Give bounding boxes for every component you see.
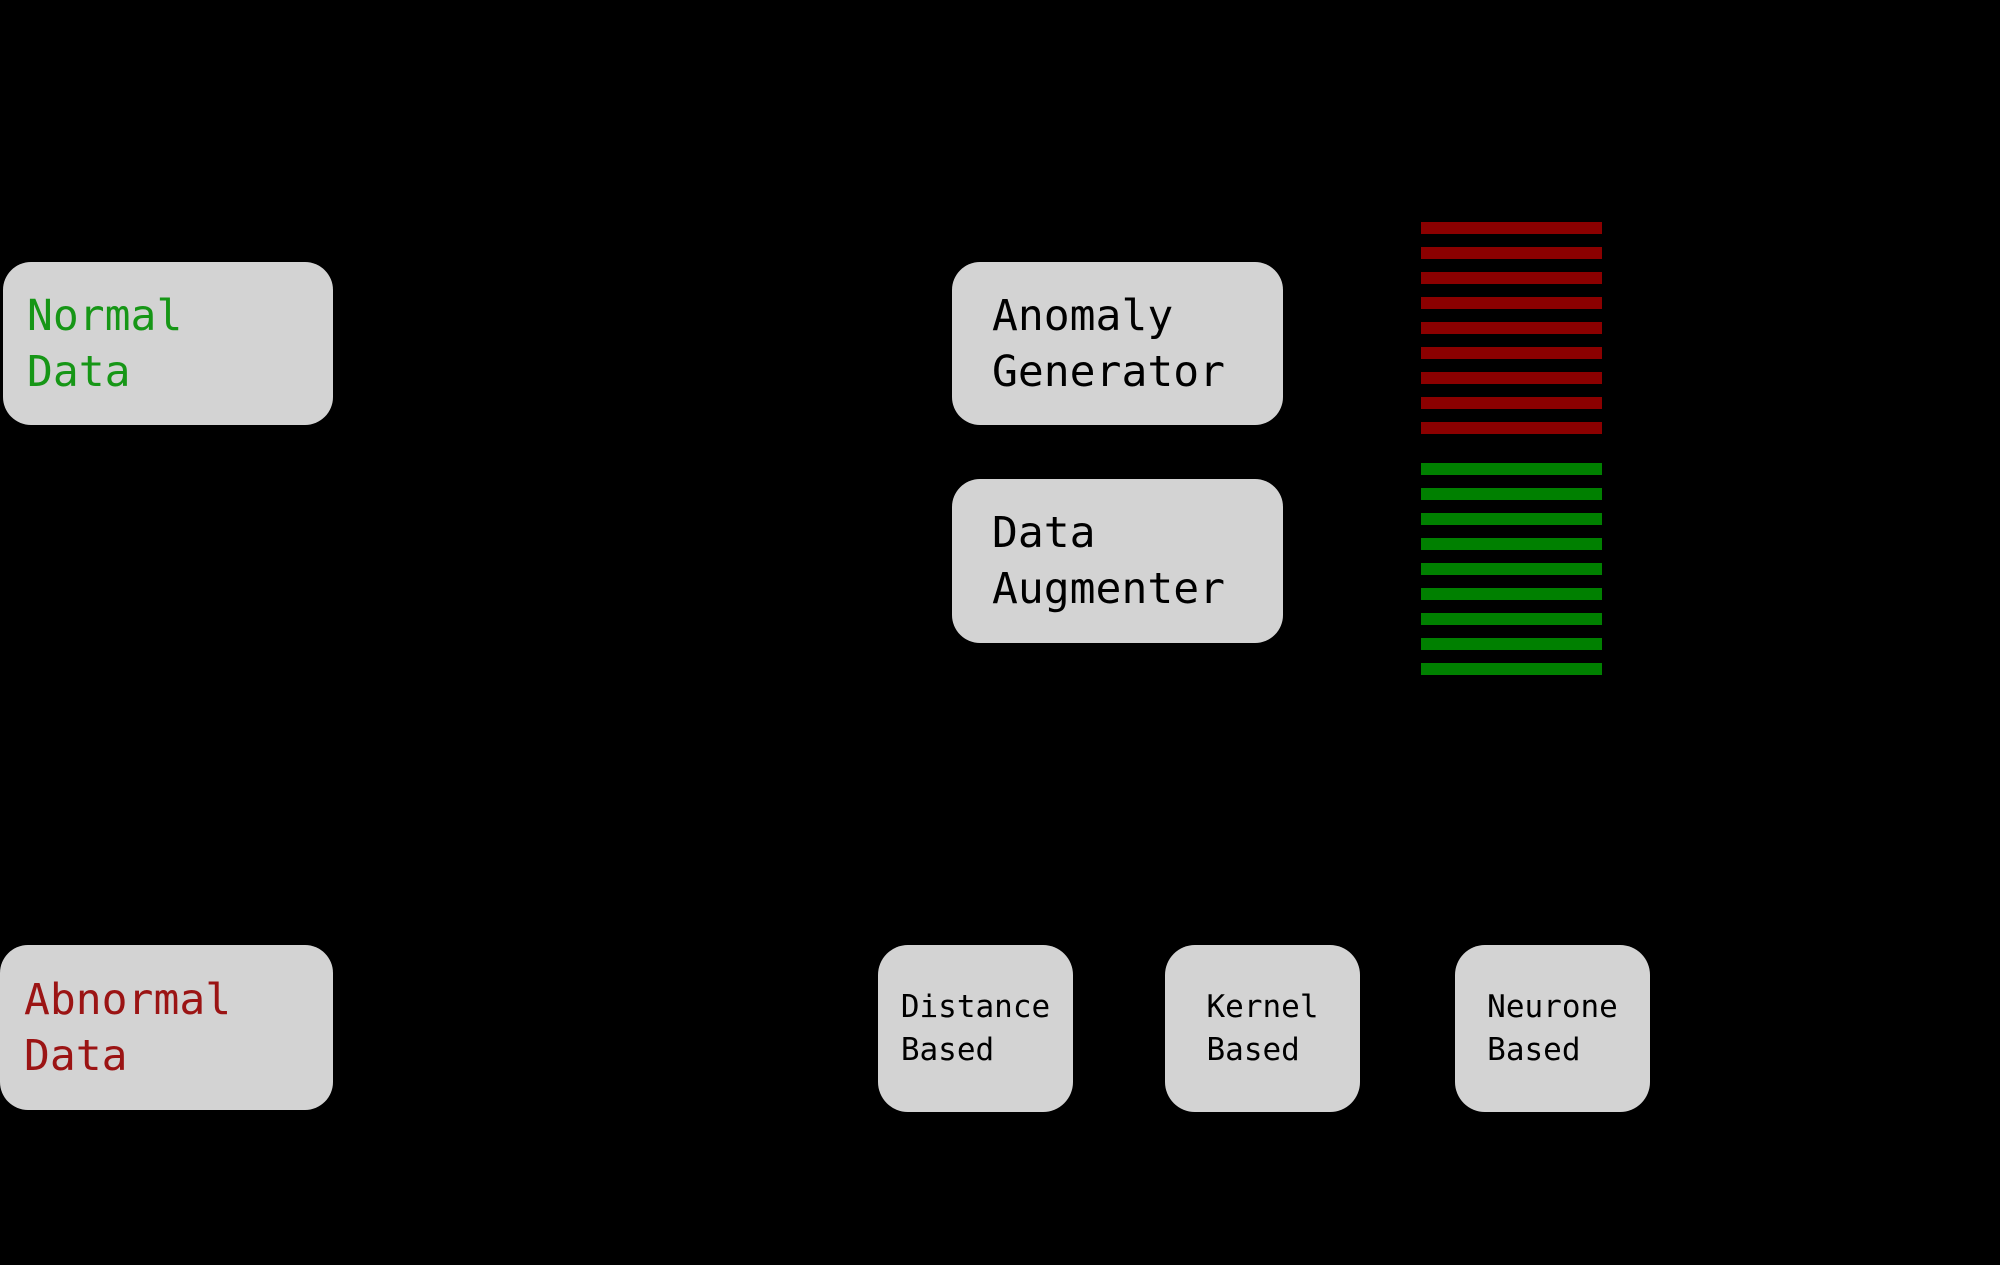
anomalous-sample-stripe [1421,397,1602,409]
distance-based-box: Distance Based [878,945,1073,1112]
anomaly-generator-box: Anomaly Generator [952,262,1283,425]
kernel-based-box: Kernel Based [1165,945,1360,1112]
normal-sample-stripe [1421,488,1602,500]
abnormal-data-label: Abnormal Data [24,974,232,1081]
anomalous-sample-stripe [1421,322,1602,334]
normal-data-box: Normal Data [3,262,333,425]
normal-sample-stripe [1421,513,1602,525]
distance-based-label: Distance Based [900,988,1051,1068]
normal-sample-stripe [1421,613,1602,625]
neurone-based-box: Neurone Based [1455,945,1650,1112]
abnormal-data-box: Abnormal Data [0,945,333,1110]
anomalous-sample-stripe [1421,222,1602,234]
anomalous-data-stripes [1421,222,1602,434]
anomalous-sample-stripe [1421,372,1602,384]
data-augmenter-box: Data Augmenter [952,479,1283,643]
normal-data-stripes [1421,463,1602,675]
anomalous-sample-stripe [1421,422,1602,434]
kernel-based-label: Kernel Based [1206,988,1319,1068]
normal-sample-stripe [1421,538,1602,550]
normal-sample-stripe [1421,663,1602,675]
anomaly-generator-label: Anomaly Generator [992,290,1225,397]
anomalous-sample-stripe [1421,347,1602,359]
normal-sample-stripe [1421,563,1602,575]
normal-data-label: Normal Data [27,290,183,397]
normal-sample-stripe [1421,588,1602,600]
anomalous-sample-stripe [1421,272,1602,284]
normal-sample-stripe [1421,638,1602,650]
anomalous-sample-stripe [1421,297,1602,309]
normal-sample-stripe [1421,463,1602,475]
neurone-based-label: Neurone Based [1487,988,1618,1068]
data-augmenter-label: Data Augmenter [992,508,1225,614]
anomalous-sample-stripe [1421,247,1602,259]
